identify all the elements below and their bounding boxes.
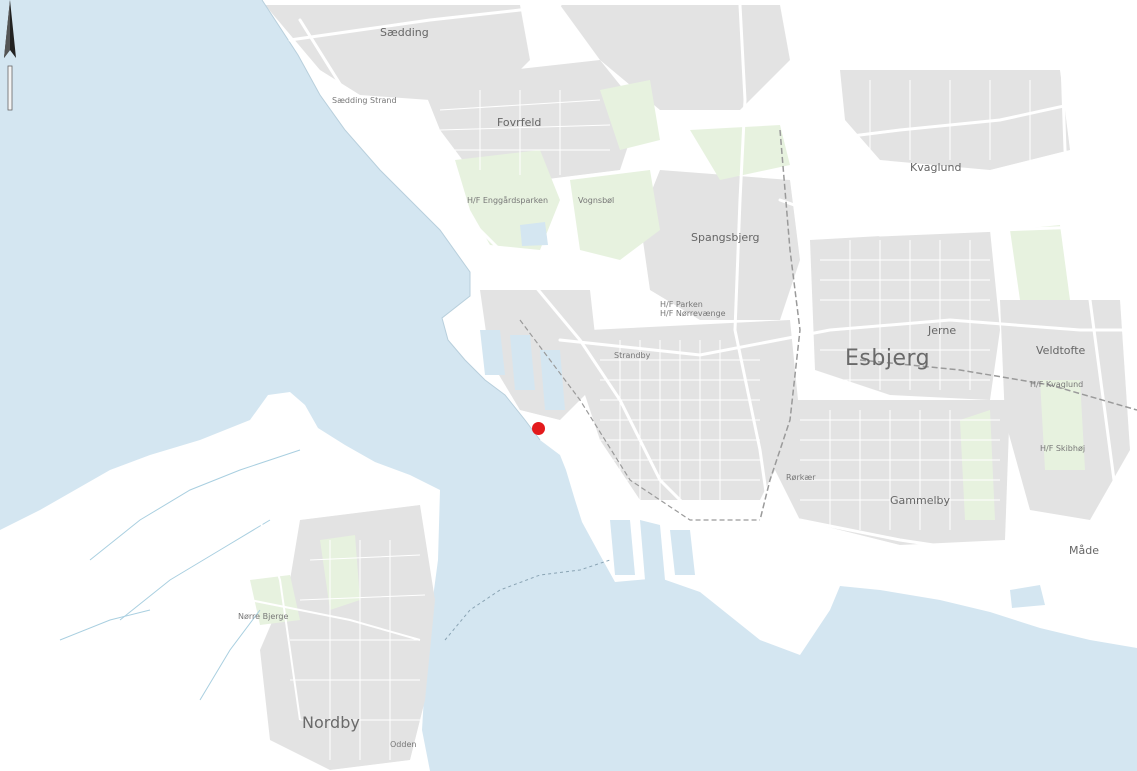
sandbank [40,480,150,590]
street-grid [290,80,1031,760]
place-label-hf-norrevaenge: H/F Nørrevænge [660,309,726,318]
place-label-jerne: Jerne [928,324,957,337]
place-label-rorkaer: Rørkær [786,473,816,482]
main-roads [288,3,1137,602]
place-label-esbjerg: Esbjerg [845,346,931,371]
railway [759,129,801,521]
place-label-hf-enggaardsparken: H/F Enggårdsparken [467,196,549,205]
place-label-veldtofte: Veldtofte [1036,344,1086,357]
place-label-hf-parken: H/F Parken [660,300,703,309]
ferry-route [444,559,611,641]
place-label-saedding-strand: Sædding Strand [332,96,397,105]
north-arrow-icon [4,0,16,111]
creeks [59,449,301,701]
place-label-odden: Odden [390,740,417,749]
place-label-nordby: Nordby [302,713,360,732]
place-label-gammelby: Gammelby [890,494,951,507]
place-label-saedding: Sædding [380,26,429,39]
place-label-vognsbol: Vognsbøl [578,196,615,205]
place-label-kvaglund: Kvaglund [910,161,962,174]
railway-east [859,359,1137,411]
place-label-fovrfeld: Fovrfeld [497,116,542,129]
place-label-spangsbjerg: Spangsbjerg [691,231,760,244]
place-label-norre-bjerge: Nørre Bjerge [238,612,289,621]
location-marker-icon[interactable] [532,422,545,435]
fano-roads [199,519,421,721]
coastline [261,0,541,441]
railway-harbour [519,319,760,521]
place-label-hf-skibhoj: H/F Skibhøj [1040,444,1086,453]
place-label-hf-kvaglund: H/F Kvaglund [1030,380,1084,389]
place-label-made: Måde [1069,544,1099,557]
place-label-strandby: Strandby [614,351,651,360]
harbour-basins [480,222,1045,608]
